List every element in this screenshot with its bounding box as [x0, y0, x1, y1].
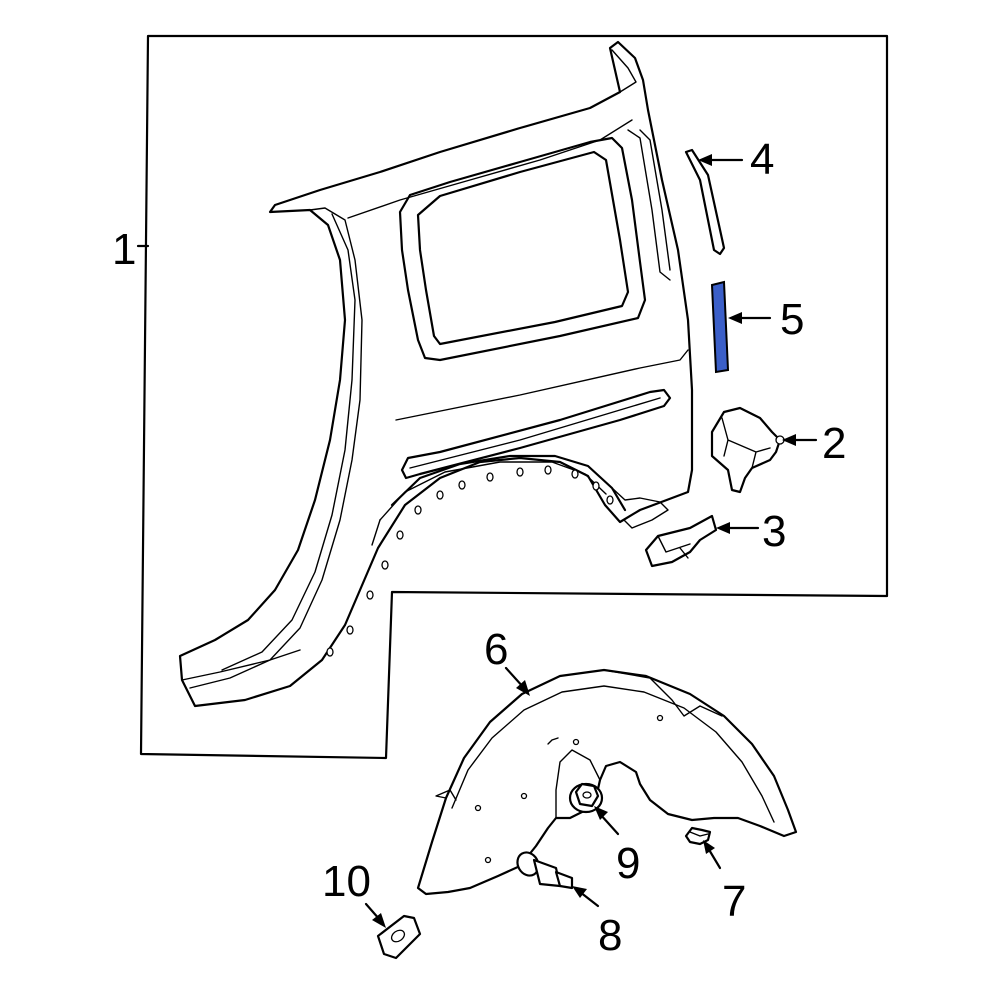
- callout-7: 7: [722, 877, 746, 926]
- callout-10: 10: [322, 857, 371, 906]
- lower-bracket[interactable]: [644, 514, 718, 568]
- trim-strip[interactable]: [684, 148, 726, 256]
- callout-1: 1: [112, 225, 136, 274]
- callout-8: 8: [598, 911, 622, 960]
- quarter-panel[interactable]: [178, 40, 694, 708]
- retainer-clip[interactable]: [376, 914, 422, 960]
- callout-3: 3: [762, 507, 786, 556]
- callout-4: 4: [750, 135, 774, 184]
- fender-liner[interactable]: [416, 668, 798, 896]
- callout-2: 2: [822, 419, 846, 468]
- flange-nut[interactable]: [568, 782, 604, 814]
- bracket[interactable]: [710, 406, 785, 494]
- callout-6: 6: [484, 625, 508, 674]
- screw[interactable]: [684, 826, 712, 846]
- highlighted-seal[interactable]: [710, 280, 730, 374]
- callout-5: 5: [780, 295, 804, 344]
- callout-9: 9: [616, 839, 640, 888]
- assembly-frame: [139, 34, 889, 760]
- push-clip[interactable]: [513, 849, 574, 890]
- leader-lines: [136, 154, 818, 928]
